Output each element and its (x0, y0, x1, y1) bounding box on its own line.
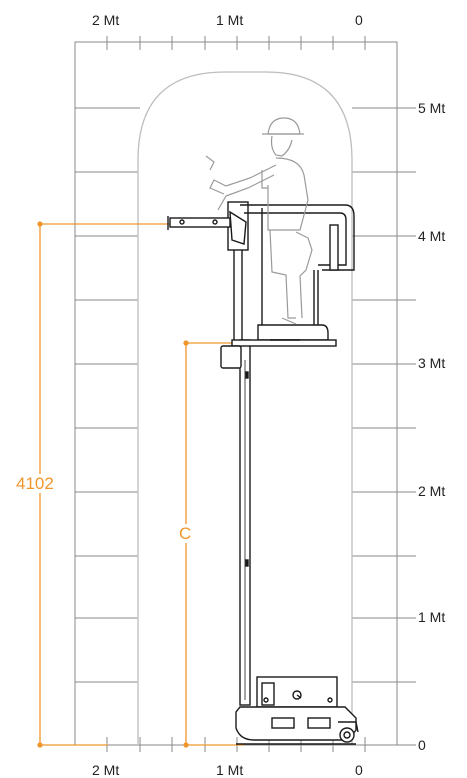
bottom-scale-label-1mt: 1 Mt (216, 762, 244, 778)
lift-machine (167, 201, 359, 745)
right-scale-label-4mt: 4 Mt (418, 228, 446, 244)
top-scale-label-2mt: 2 Mt (92, 12, 120, 28)
platform-floor (257, 324, 329, 341)
hard-hat (267, 117, 301, 135)
grid-frame (74, 41, 398, 746)
right-scale-label-1mt: 1 Mt (418, 609, 446, 625)
upper-arm (169, 217, 231, 228)
reach-label: C (179, 524, 192, 543)
working-envelope (137, 71, 353, 745)
right-scale-label-5mt: 5 Mt (418, 100, 446, 116)
right-scale-label-3mt: 3 Mt (418, 355, 446, 371)
bottom-scale-label-0: 0 (355, 762, 363, 778)
chassis (235, 706, 357, 741)
dimension-lines (37, 221, 244, 748)
bottom-scale-label-2mt: 2 Mt (92, 762, 120, 778)
top-scale-label-1mt: 1 Mt (216, 12, 244, 28)
right-scale-label-0: 0 (418, 737, 426, 753)
platform-height-label: 4102 (16, 474, 54, 493)
wheel (339, 727, 355, 743)
top-scale-label-0: 0 (355, 12, 363, 28)
right-scale-label-2mt: 2 Mt (418, 483, 446, 499)
platform-guardrail (240, 204, 355, 271)
carriage-block (220, 345, 242, 369)
operator-figure (205, 117, 313, 325)
